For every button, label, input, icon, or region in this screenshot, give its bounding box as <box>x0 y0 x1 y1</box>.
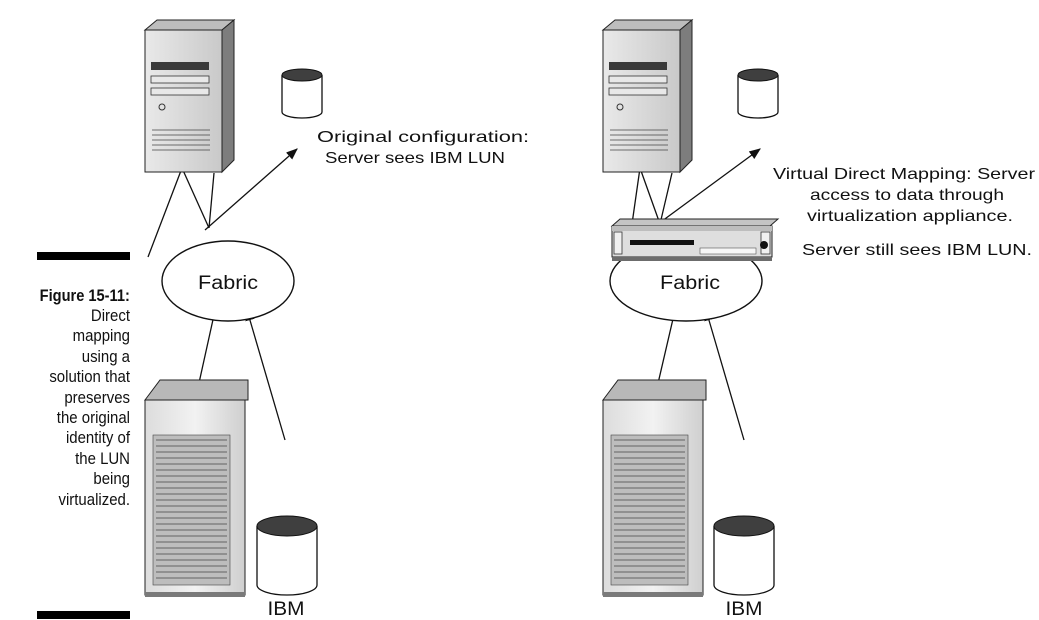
left-panel: Fabric Original configuration: Server se… <box>143 18 529 620</box>
right-storage-array-icon <box>602 379 707 597</box>
right-note-line-2: access to data through <box>810 187 1004 204</box>
left-server-links <box>147 148 298 258</box>
figure-caption-text: Direct mapping using a solution that pre… <box>49 306 130 509</box>
right-fabric-label: Fabric <box>660 273 720 294</box>
left-note: Original configuration: Server sees IBM … <box>317 129 529 167</box>
left-storage-label: IBM <box>268 599 305 620</box>
left-server-icon <box>143 18 236 174</box>
right-server-icon <box>601 18 694 174</box>
right-server-links <box>631 148 761 225</box>
left-note-line-1: Original configuration: <box>317 129 529 146</box>
caption-bottom-rule <box>37 611 130 619</box>
left-fabric: Fabric <box>161 240 295 322</box>
left-ibm-disk-icon <box>256 515 318 596</box>
figure-number: Figure 15-11: <box>39 286 130 305</box>
left-lun-disk-icon <box>281 68 323 119</box>
right-note-line-3: virtualization appliance. <box>807 208 1013 225</box>
left-fabric-label: Fabric <box>198 273 258 294</box>
virtualization-appliance-icon <box>610 218 780 261</box>
right-note: Virtual Direct Mapping: Server access to… <box>773 166 1036 259</box>
right-lun-disk-icon <box>737 68 779 119</box>
left-note-line-2: Server sees IBM LUN <box>325 150 505 167</box>
right-note-line-4: Server still sees IBM LUN. <box>802 242 1032 259</box>
right-note-line-1: Virtual Direct Mapping: Server <box>773 166 1036 183</box>
left-storage-array-icon <box>144 379 249 597</box>
left-fabric-cloud <box>161 240 295 322</box>
right-ibm-disk-icon <box>713 515 775 596</box>
right-storage-label: IBM <box>726 599 763 620</box>
right-panel: Fabric Virtual Direct Mapping: Server ac… <box>601 18 1036 620</box>
caption-top-rule <box>37 252 130 260</box>
